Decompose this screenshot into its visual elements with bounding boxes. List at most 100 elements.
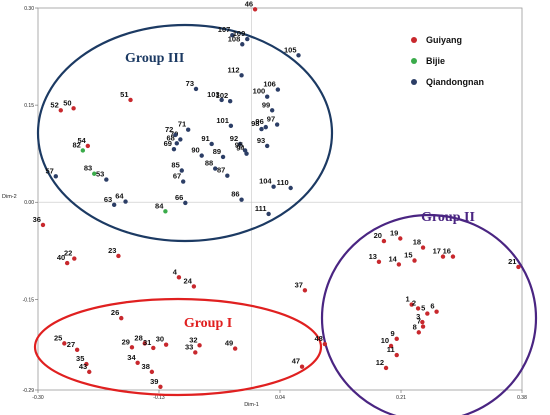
data-point (92, 171, 97, 176)
point-label: 24 (184, 276, 193, 285)
data-point (269, 108, 275, 113)
data-point (116, 253, 121, 259)
point-label: 13 (369, 252, 377, 261)
data-point (128, 97, 133, 103)
data-point (274, 122, 280, 127)
data-point (434, 309, 439, 314)
data-point (288, 185, 293, 191)
data-point (440, 254, 446, 259)
data-point (450, 254, 456, 259)
point-label: 82 (72, 140, 80, 149)
point-label: 63 (104, 195, 112, 204)
point-label: 4 (173, 267, 178, 276)
data-point (193, 350, 198, 355)
data-point (396, 262, 402, 267)
point-label: 103 (207, 90, 220, 99)
y-tick-label: 0.15 (24, 103, 34, 109)
point-label: 38 (142, 362, 150, 371)
y-tick-label: -0.15 (23, 297, 35, 303)
point-label: 102 (216, 91, 229, 100)
data-point (412, 258, 417, 263)
x-axis-title: Dim-1 (244, 402, 259, 408)
data-point (193, 86, 199, 92)
data-point (80, 148, 86, 153)
data-point (383, 365, 389, 371)
group-enclosure (320, 213, 538, 415)
data-point (398, 236, 403, 241)
point-label: 12 (376, 358, 384, 367)
point-label: 40 (57, 253, 65, 262)
data-point (176, 275, 182, 280)
point-label: 53 (96, 170, 104, 179)
point-label: 15 (404, 251, 412, 260)
data-point (394, 352, 399, 358)
data-point (71, 106, 76, 111)
group-label: Group I (184, 316, 232, 331)
data-point (220, 154, 226, 160)
point-label: 18 (413, 238, 421, 247)
point-label: 50 (63, 98, 71, 107)
data-point (135, 360, 140, 366)
data-point (296, 53, 301, 58)
y-tick-label: -0.29 (23, 388, 35, 394)
data-point (239, 197, 244, 202)
point-label: 16 (443, 247, 451, 256)
data-point (84, 361, 89, 367)
data-point (129, 345, 135, 350)
point-label: 43 (79, 362, 87, 371)
data-point (381, 238, 387, 244)
point-label: 100 (253, 87, 266, 96)
data-point (415, 306, 421, 311)
point-label: 19 (390, 228, 398, 237)
data-point (516, 264, 521, 270)
point-label: 20 (374, 231, 382, 240)
point-label: 111 (255, 204, 267, 213)
data-point (58, 108, 63, 113)
data-point (213, 166, 218, 171)
data-point (40, 222, 46, 228)
data-point (62, 341, 67, 346)
point-label: 37 (295, 280, 303, 289)
x-tick-label: 0.21 (396, 395, 406, 401)
data-point (266, 211, 271, 217)
data-point (72, 256, 77, 261)
point-label: 2 (412, 298, 416, 307)
y-tick-label: 0.30 (24, 6, 34, 12)
point-label: 68 (166, 133, 174, 142)
point-label: 87 (217, 166, 225, 175)
point-label: 33 (185, 342, 193, 351)
point-label: 3 (416, 312, 420, 321)
x-tick-label: -0.30 (32, 395, 44, 401)
data-point (181, 179, 186, 184)
data-point (158, 384, 163, 389)
point-label: 96 (255, 117, 263, 126)
data-point (245, 36, 250, 42)
data-point (388, 343, 394, 349)
y-tick-label: 0.00 (24, 200, 34, 206)
point-label: 26 (111, 308, 119, 317)
point-label: 22 (64, 249, 72, 258)
data-point (230, 32, 235, 38)
point-label: 99 (262, 100, 270, 109)
point-label: 39 (150, 377, 158, 386)
data-point (409, 302, 414, 307)
data-point (416, 330, 421, 335)
point-label: 107 (218, 25, 231, 34)
data-point (209, 141, 214, 147)
data-point (64, 260, 70, 266)
point-label: 105 (284, 45, 297, 54)
legend-label: Guiyang (426, 35, 462, 45)
point-label: 5 (421, 304, 425, 313)
data-point (85, 143, 91, 149)
data-point (53, 174, 58, 179)
point-label: 86 (231, 190, 239, 199)
point-label: 46 (245, 0, 253, 8)
data-point (191, 284, 197, 289)
data-point (264, 94, 270, 99)
data-point (119, 315, 124, 321)
point-label: 11 (387, 345, 395, 354)
point-label: 23 (108, 246, 116, 255)
